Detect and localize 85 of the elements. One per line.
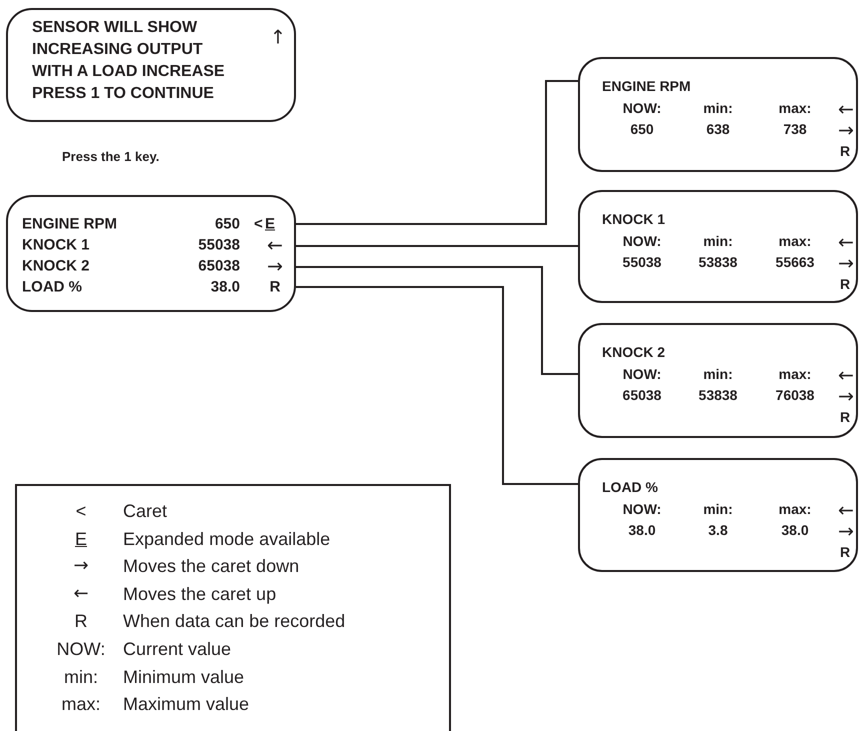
column-heading: max: xyxy=(778,502,812,516)
legend-text: Moves the caret down xyxy=(123,557,300,576)
parameter-name: ENGINE RPM xyxy=(22,216,118,232)
legend-expanded-mode-indicator: E xyxy=(75,530,87,548)
value-text: 76038 xyxy=(776,388,814,402)
expanded-screen xyxy=(578,190,858,303)
legend-column-heading: min: xyxy=(64,668,98,686)
legend-left-arrow-symbol: ← xyxy=(73,584,89,603)
expanded-screen xyxy=(578,323,858,438)
right-arrow-symbol: → xyxy=(838,122,854,140)
column-heading: NOW: xyxy=(622,101,662,115)
legend-text: Caret xyxy=(123,502,168,520)
right-arrow-symbol: → xyxy=(838,522,854,542)
column-heading: min: xyxy=(703,502,733,516)
column-heading: max: xyxy=(778,101,812,115)
left-arrow-symbol: ← xyxy=(267,236,283,256)
instruction-text: Press the 1 key. xyxy=(62,150,160,163)
legend-column-heading: NOW: xyxy=(56,640,106,658)
legend-text: Maximum value xyxy=(123,695,250,714)
right-arrow-symbol: → xyxy=(838,254,854,274)
record-indicator: R xyxy=(840,545,850,559)
screen-display xyxy=(6,195,296,312)
parameter-name: LOAD % xyxy=(22,280,82,294)
legend-text: When data can be recorded xyxy=(123,612,346,630)
legend-right-arrow-symbol: → xyxy=(73,557,89,576)
right-arrow-symbol: → xyxy=(838,388,854,406)
legend-column-heading: max: xyxy=(62,695,100,714)
value-text: 55663 xyxy=(776,255,814,269)
value-text: 3.8 xyxy=(708,523,728,537)
column-heading: min: xyxy=(703,101,733,115)
column-heading: NOW: xyxy=(622,234,662,248)
value-text: 53838 xyxy=(698,255,738,269)
expanded-mode-indicator: E xyxy=(265,216,276,232)
display-line: PRESS 1 TO CONTINUE xyxy=(32,86,214,102)
legend-text: Minimum value xyxy=(123,668,244,686)
value-text: 638 xyxy=(706,122,730,136)
field-title: KNOCK 2 xyxy=(602,345,666,359)
connector-line xyxy=(296,266,578,375)
record-indicator: R xyxy=(840,277,850,291)
expanded-screen xyxy=(578,57,858,172)
column-heading: NOW: xyxy=(622,367,662,381)
column-heading: max: xyxy=(778,234,812,248)
value-text: 55038 xyxy=(622,255,662,269)
record-indicator: R xyxy=(270,280,280,294)
column-heading: min: xyxy=(703,367,733,381)
up-arrow-symbol: ↑ xyxy=(270,28,286,48)
record-indicator: R xyxy=(840,144,850,158)
value-text: 65038 xyxy=(622,388,662,402)
left-arrow-symbol: ← xyxy=(838,234,854,252)
parameter-name: KNOCK 2 xyxy=(22,258,90,274)
legend-text: Moves the caret up xyxy=(123,584,276,603)
left-arrow-symbol: ← xyxy=(838,100,854,120)
parameter-name: KNOCK 1 xyxy=(22,238,90,252)
caret-symbol: < xyxy=(254,216,263,232)
connector-line xyxy=(296,80,578,225)
connector-line xyxy=(296,245,578,247)
value-text: 38.0 xyxy=(781,523,809,537)
parameter-value: 650 xyxy=(214,216,240,232)
legend-text: Expanded mode available xyxy=(123,530,330,548)
right-arrow-symbol: → xyxy=(267,258,283,276)
expanded-screen xyxy=(578,458,858,572)
column-heading: NOW: xyxy=(622,502,662,516)
column-heading: max: xyxy=(778,367,812,381)
parameter-value: 65038 xyxy=(198,258,240,274)
legend-record-indicator: R xyxy=(74,612,88,630)
screen-display xyxy=(6,8,296,122)
display-line: INCREASING OUTPUT xyxy=(32,42,203,58)
value-text: 53838 xyxy=(698,388,738,402)
column-heading: min: xyxy=(703,234,733,248)
left-arrow-symbol: ← xyxy=(838,502,854,520)
display-line: SENSOR WILL SHOW xyxy=(32,20,198,36)
connector-line xyxy=(296,286,578,485)
display-line: WITH A LOAD INCREASE xyxy=(32,64,225,80)
parameter-value: 38.0 xyxy=(210,280,240,294)
parameter-value: 55038 xyxy=(198,238,240,252)
record-indicator: R xyxy=(840,410,850,424)
field-title: KNOCK 1 xyxy=(602,212,666,226)
left-arrow-symbol: ← xyxy=(838,366,854,386)
value-text: 650 xyxy=(630,122,654,136)
field-title: LOAD % xyxy=(602,480,658,494)
value-text: 738 xyxy=(783,122,807,136)
field-title: ENGINE RPM xyxy=(602,79,691,93)
legend-caret-symbol: < xyxy=(76,502,86,520)
value-text: 38.0 xyxy=(628,523,656,537)
legend-text: Current value xyxy=(123,640,232,658)
